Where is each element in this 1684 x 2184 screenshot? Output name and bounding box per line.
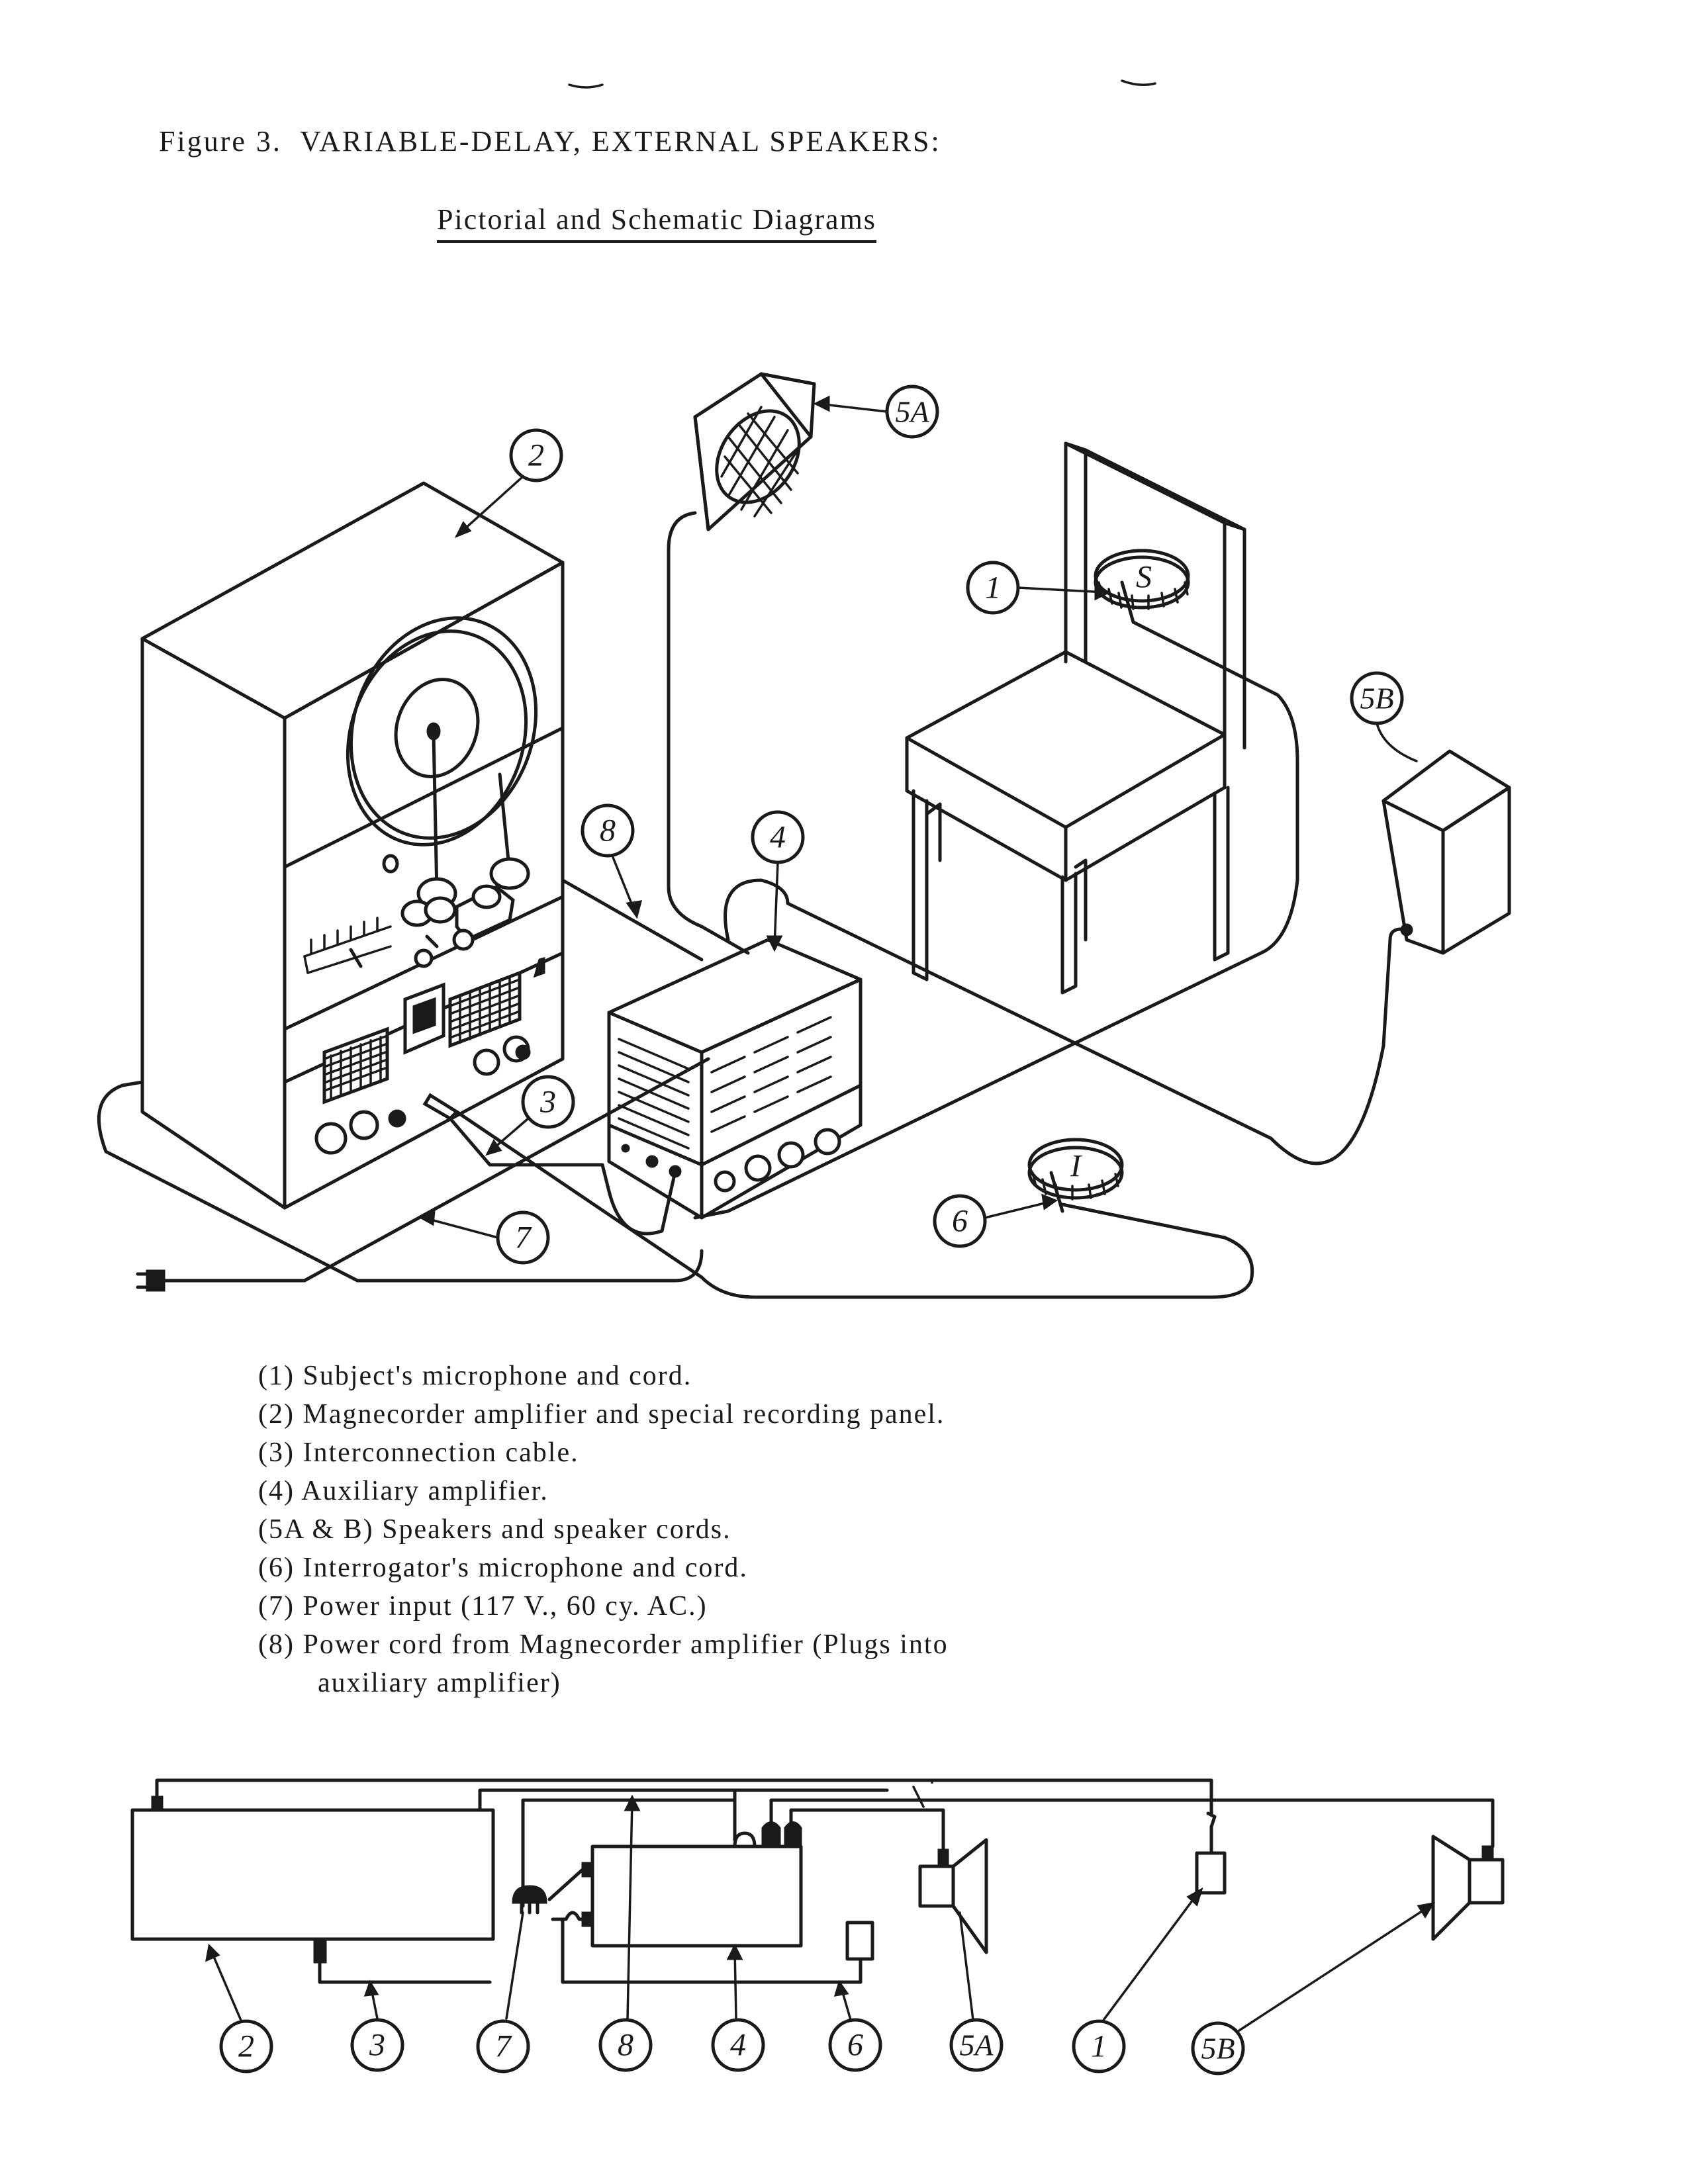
figure-title: Figure 3. VARIABLE-DELAY, EXTERNAL SPEAK… [159,124,941,158]
callout-5b: 5B [1350,671,1418,762]
callout-4-text: 4 [770,820,786,855]
schematic-callout-2: 2 [219,2019,273,2073]
schematic-speaker-5a-box [918,1864,955,1908]
figure-number: Figure 3. [159,125,282,158]
callout-2-text: 2 [528,438,544,473]
figure-title-text: VARIABLE-DELAY, EXTERNAL SPEAKERS: [300,125,941,158]
legend-item: (3) Interconnection cable. [258,1437,579,1468]
legend-item: (2) Magnecorder amplifier and special re… [258,1399,945,1430]
legend-item: (5A & B) Speakers and speaker cords. [258,1514,731,1545]
schematic-callout-2-text: 2 [238,2029,254,2064]
schematic-callout-5a-text: 5A [959,2028,994,2062]
callout-8-text: 8 [600,813,616,848]
figure-subtitle: Pictorial and Schematic Diagrams [437,203,876,243]
schematic-callout-6: 6 [828,2018,882,2072]
schematic-callout-5b-text: 5B [1201,2032,1235,2066]
callout-1-text: 1 [985,570,1001,606]
schematic-speaker-5b-box [1468,1858,1505,1905]
callout-6-text: 6 [952,1204,968,1239]
speaker-5a [693,372,816,531]
legend-item: (4) Auxiliary amplifier. [258,1476,549,1506]
legend-item: (6) Interrogator's microphone and cord. [258,1553,748,1583]
schematic-callout-5a: 5A [949,2018,1004,2072]
callout-5a-text: 5A [895,395,929,429]
schematic-callout-8-text: 8 [618,2028,633,2063]
magnecorder-cabinet [140,481,565,1210]
auxiliary-amplifier [607,938,863,1220]
callout-7-text: 7 [515,1220,532,1255]
legend-item: (1) Subject's microphone and cord. [258,1361,692,1391]
callout-5a: 5A [813,385,939,439]
interrogator-microphone [1027,1138,1124,1213]
schematic-callout-7: 7 [476,2019,530,2073]
callout-3: 3 [485,1075,575,1156]
legend-item: (8) Power cord from Magnecorder amplifie… [258,1629,949,1660]
callout-5b-text: 5B [1360,682,1393,715]
interrogator-mic-letter: I [1070,1149,1082,1184]
schematic-callout-4-text: 4 [730,2028,746,2063]
schematic-callout-1-text: 1 [1091,2029,1107,2064]
legend-item-continuation: auxiliary amplifier) [318,1668,561,1698]
schematic-callout-5b: 5B [1191,2021,1245,2075]
chair [905,441,1246,995]
legend-item: (7) Power input (117 V., 60 cy. AC.) [258,1591,708,1621]
callout-2: 2 [454,428,563,538]
callout-6: 6 [933,1193,1058,1248]
callout-8: 8 [581,803,643,919]
schematic-amplifier-block [590,1844,803,1948]
schematic-callout-3-text: 3 [369,2028,385,2063]
schematic-callout-1: 1 [1072,2019,1126,2073]
schematic-callout-4: 4 [711,2018,765,2072]
cords [97,511,1409,1299]
schematic-callout-3: 3 [350,2018,404,2072]
top-mark-right [1121,79,1156,86]
schematic-callout-6-text: 6 [847,2028,863,2063]
schematic-mic-1-box [1195,1851,1227,1895]
callout-3-text: 3 [539,1085,556,1120]
schematic: 2 3 7 8 4 6 5A [130,1778,1505,2075]
schematic-callout-7-text: 7 [495,2029,512,2064]
tape-reel [346,616,538,942]
callout-1: 1 [966,561,1111,615]
legend-list: (1) Subject's microphone and cord. (2) M… [258,1357,949,1702]
speaker-5b [1381,749,1511,955]
top-mark-left [568,83,604,89]
subject-mic-letter: S [1136,560,1152,595]
magnecorder-controls [303,917,545,1155]
schematic-magnecorder-block [130,1808,495,1941]
callout-7: 7 [418,1209,550,1265]
callout-4: 4 [751,810,805,952]
schematic-callout-8: 8 [598,2018,653,2072]
